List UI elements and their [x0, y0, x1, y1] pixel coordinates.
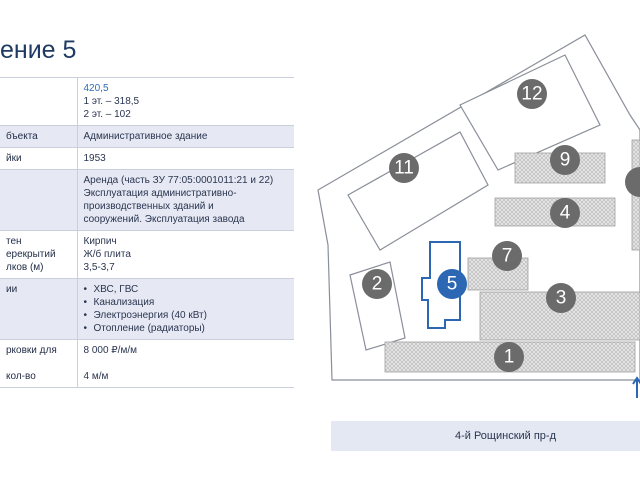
- spec-value-line: 3,5-3,7: [83, 262, 115, 273]
- street-label: 4-й Рощинский пр-д: [331, 421, 640, 451]
- utility-item: Канализация: [84, 296, 289, 309]
- spec-value-line: 420,5: [83, 83, 109, 94]
- building-badge-11-label: 11: [394, 158, 414, 179]
- spec-value: Административное здание: [77, 125, 294, 148]
- spec-label: ии: [0, 278, 78, 340]
- spec-value-line: [84, 357, 289, 370]
- spec-table: 420,5 1 эт. – 318,5 2 эт. – 102 бъекта Админ…: [0, 77, 294, 388]
- utility-item: Отопление (радиаторы): [84, 322, 289, 335]
- building-badge-2[interactable]: 2: [362, 269, 392, 299]
- spec-row: бъекта Административное здание: [0, 125, 294, 148]
- spec-row: Аренда (часть ЗУ 77:05:0001011:21 и 22) Э…: [0, 169, 294, 231]
- spec-label: рковки для кол-во: [0, 339, 78, 388]
- building-badge-3-label: 3: [556, 288, 567, 309]
- spec-value-line: 8 000 ₽/м/м: [83, 345, 137, 356]
- spec-value-line: сооружений. Эксплуатация завода: [83, 214, 245, 225]
- building-badge-1[interactable]: 1: [494, 342, 524, 372]
- spec-label: йки: [0, 147, 78, 170]
- spec-value: 420,5 1 эт. – 318,5 2 эт. – 102: [77, 77, 294, 126]
- utilities-list: ХВС, ГВСКанализацияЭлектроэнергия (40 кВ…: [84, 283, 289, 335]
- spec-value-line: 1953: [83, 153, 106, 164]
- building-badge-7-label: 7: [502, 246, 513, 267]
- spec-value-line: производственных зданий и: [83, 201, 214, 212]
- entrance-arrow-icon: [632, 376, 640, 398]
- spec-value: Аренда (часть ЗУ 77:05:0001011:21 и 22) Э…: [77, 169, 294, 231]
- spec-label: [0, 169, 78, 231]
- spec-value-line: Ж/б плита: [83, 249, 131, 260]
- spec-value-line: Административное здание: [83, 131, 208, 142]
- building-badge-4-label: 4: [560, 203, 571, 224]
- spec-value-line: 1 эт. – 318,5: [83, 96, 140, 107]
- utility-item: ХВС, ГВС: [84, 283, 289, 296]
- spec-value-line: 4 м/м: [83, 371, 109, 382]
- building-badge-11[interactable]: 11: [389, 153, 419, 183]
- building-11-outline: [347, 131, 489, 251]
- building-badge-7[interactable]: 7: [492, 241, 522, 271]
- page-title: ение 5: [0, 36, 77, 64]
- building-badge-partial[interactable]: [625, 167, 640, 197]
- spec-label: [0, 77, 78, 126]
- building-badge-4[interactable]: 4: [550, 198, 580, 228]
- spec-label: бъекта: [0, 125, 78, 148]
- spec-value-line: Кирпич: [83, 236, 117, 247]
- spec-row: 420,5 1 эт. – 318,5 2 эт. – 102: [0, 77, 294, 126]
- spec-value: ХВС, ГВСКанализацияЭлектроэнергия (40 кВ…: [77, 278, 294, 340]
- site-boundary: [317, 34, 640, 381]
- building-badge-5-label: 5: [447, 274, 458, 295]
- spec-row: ииХВС, ГВСКанализацияЭлектроэнергия (40 …: [0, 278, 294, 340]
- building-12-outline: [459, 54, 601, 171]
- building-badge-1-label: 1: [504, 347, 515, 368]
- building-badge-3[interactable]: 3: [546, 283, 576, 313]
- spec-value-line: 2 эт. – 102: [83, 109, 131, 120]
- site-plan: 12 11 9 4 7 2 5 3: [300, 20, 640, 420]
- spec-value: 8 000 ₽/м/м 4 м/м: [77, 339, 294, 388]
- spec-value: 1953: [77, 147, 294, 170]
- building-badge-12[interactable]: 12: [517, 79, 547, 109]
- building-badge-2-label: 2: [372, 274, 383, 295]
- utility-item: Электроэнергия (40 кВт): [84, 309, 289, 322]
- spec-value-line: Эксплуатация административно-: [83, 188, 237, 199]
- spec-value-line: Аренда (часть ЗУ 77:05:0001011:21 и 22): [83, 175, 274, 186]
- building-badge-5[interactable]: 5: [437, 269, 467, 299]
- building-badge-9-label: 9: [560, 150, 571, 171]
- spec-row: йки 1953: [0, 147, 294, 170]
- building-badge-12-label: 12: [521, 84, 542, 105]
- building-badge-9[interactable]: 9: [550, 145, 580, 175]
